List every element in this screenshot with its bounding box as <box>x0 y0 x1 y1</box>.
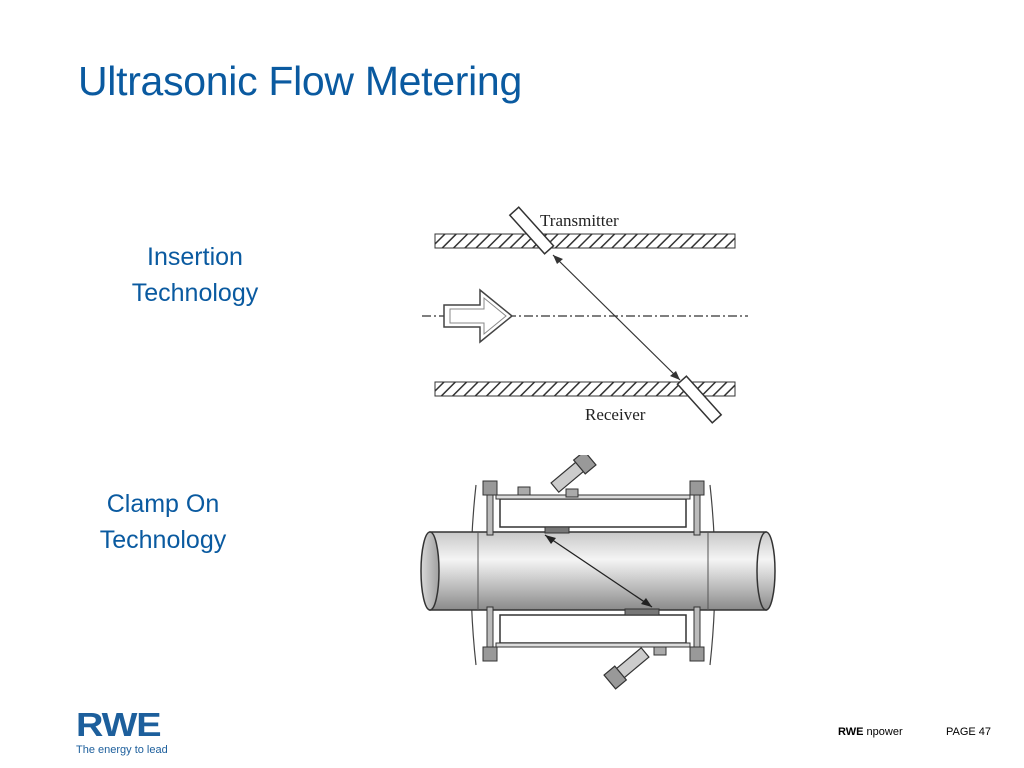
insertion-caption-line1: Insertion <box>147 243 243 271</box>
flow-arrow-icon <box>443 288 514 344</box>
top-pipe-wall <box>434 233 736 249</box>
footer-brand-bold: RWE <box>838 726 864 738</box>
footer-brand-rest: npower <box>866 726 903 738</box>
insertion-diagram: Transmitter Receiver <box>422 206 748 424</box>
insertion-technology-caption: Insertion Technology <box>100 239 290 311</box>
clamp-caption-line2: Technology <box>99 526 227 554</box>
pipe-left-end <box>420 531 440 611</box>
receiver-label: Receiver <box>585 405 646 424</box>
clamp-on-technology-caption: Clamp On Technology <box>68 486 258 558</box>
top-angled-transducer <box>550 455 597 494</box>
clamp-signal-path <box>544 534 653 608</box>
bottom-angled-transducer <box>603 646 650 690</box>
top-left-bolt <box>482 480 498 536</box>
rwe-logo: RWE The energy to lead <box>76 708 168 757</box>
page-number: PAGE 47 <box>946 726 992 738</box>
footer-brand: RWE npower <box>838 726 903 738</box>
bottom-left-bolt <box>482 606 498 662</box>
top-transducer-housing <box>499 498 687 528</box>
rwe-tagline: The energy to lead <box>76 744 168 756</box>
insertion-caption-line2: Technology <box>131 279 259 307</box>
signal-path <box>552 254 681 381</box>
top-right-bolt <box>689 480 705 536</box>
bottom-transducer-housing <box>499 614 687 644</box>
transmitter-probe <box>508 206 555 255</box>
slide-title: Ultrasonic Flow Metering <box>78 58 522 104</box>
bottom-right-bolt <box>689 606 705 662</box>
transmitter-label: Transmitter <box>540 211 619 230</box>
bottom-pipe-wall <box>434 381 736 397</box>
clamp-on-diagram <box>420 455 776 690</box>
clamp-caption-line1: Clamp On <box>106 490 220 518</box>
receiver-probe <box>676 375 723 424</box>
rwe-logo-text: RWE <box>76 706 162 743</box>
